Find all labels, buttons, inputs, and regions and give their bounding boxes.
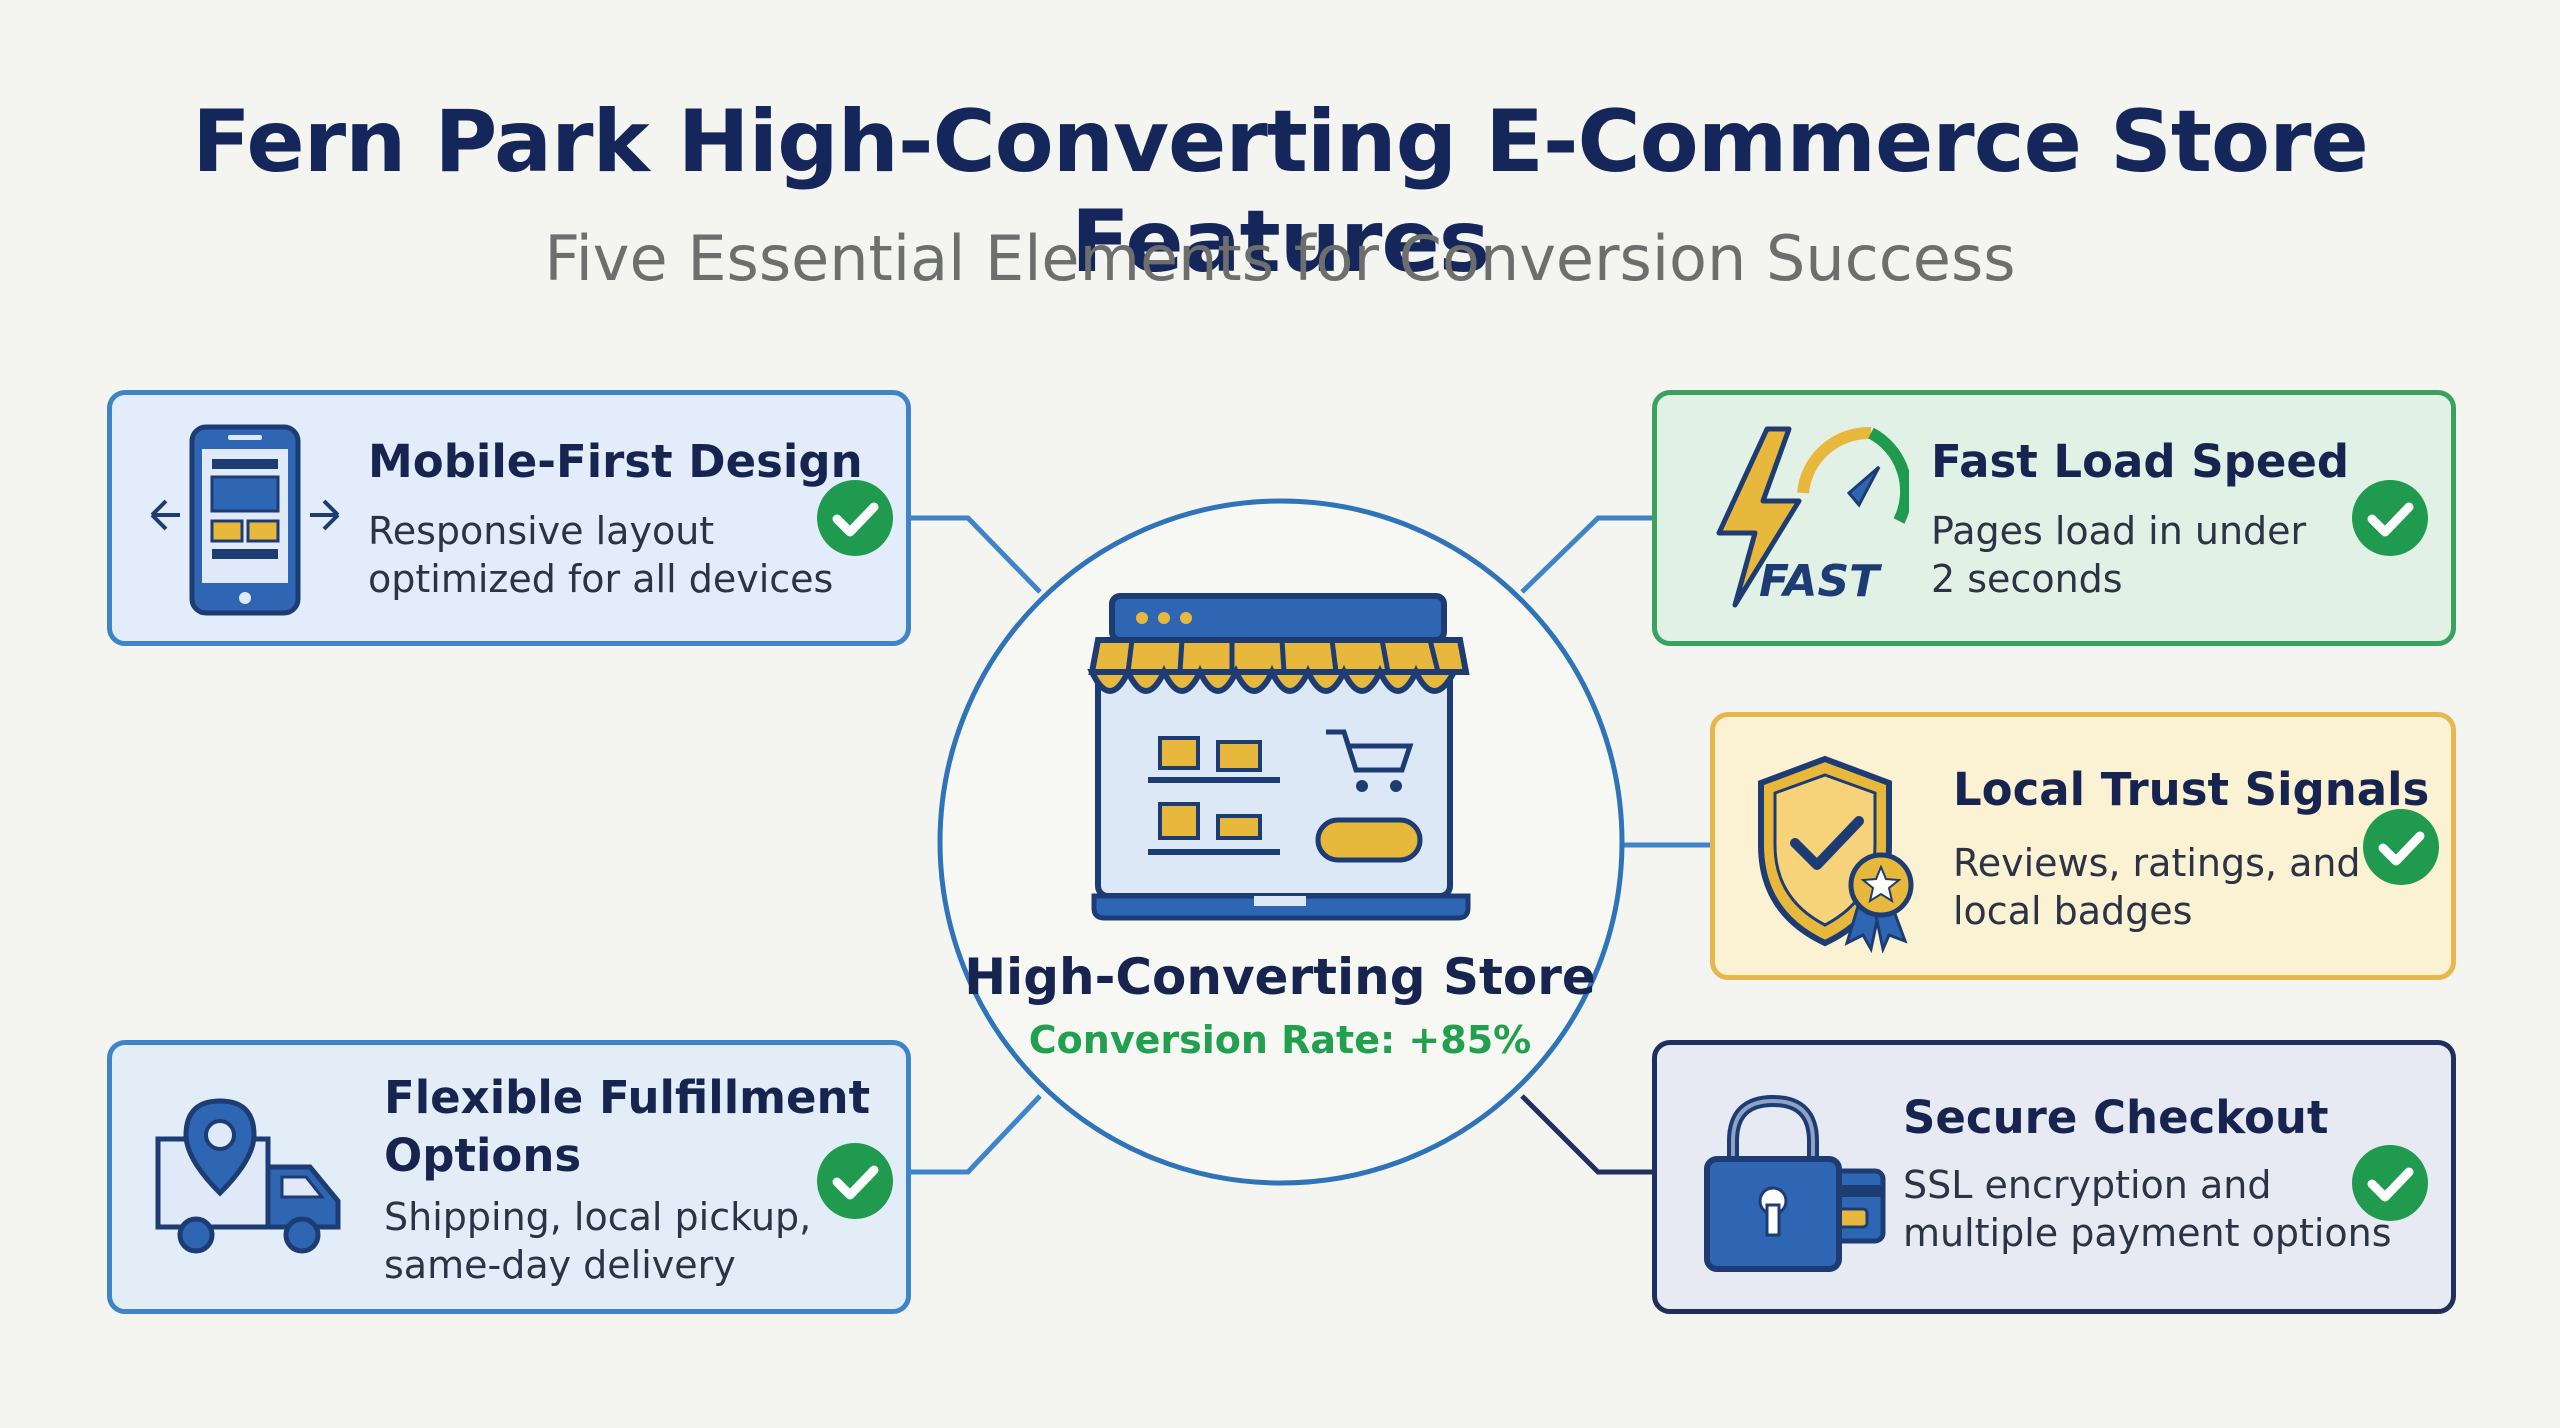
trust-card-title: Local Trust Signals (1953, 763, 2430, 816)
mobile-card-description: Responsive layout optimized for all devi… (368, 509, 834, 601)
delivery-truck-icon (155, 1098, 341, 1254)
check-icon (817, 480, 893, 556)
feature-card-secure: Secure Checkout SSL encryption and multi… (1652, 1040, 2456, 1314)
fulfillment-card-description: Shipping, local pickup, same-day deliver… (384, 1195, 812, 1287)
connector-mobile (911, 515, 1042, 594)
page-subtitle: Five Essential Elements for Conversion S… (544, 222, 2016, 295)
feature-card-fulfillment: Flexible Fulfillment Options Shipping, l… (107, 1040, 911, 1314)
fulfillment-card-title: Flexible Fulfillment Options (384, 1071, 871, 1182)
check-icon (2363, 809, 2439, 885)
check-icon (2352, 480, 2428, 556)
feature-card-trust: Local Trust Signals Reviews, ratings, an… (1710, 712, 2456, 980)
feature-card-mobile: Mobile-First Design Responsive layout op… (107, 390, 911, 646)
padlock-card-icon (1704, 1094, 1886, 1272)
storefront-icon (1087, 593, 1471, 921)
feature-card-fast: FAST Fast Load Speed Pages load in under… (1652, 390, 2456, 646)
secure-card-title: Secure Checkout (1903, 1091, 2329, 1144)
conversion-rate: Conversion Rate: +85% (1028, 1018, 1532, 1062)
check-icon (817, 1143, 893, 1219)
mobile-card-title: Mobile-First Design (368, 435, 863, 488)
fast-card-title: Fast Load Speed (1931, 435, 2350, 488)
fast-card-description: Pages load in under 2 seconds (1931, 509, 2307, 601)
center-title: High-Converting Store (964, 948, 1596, 1006)
shield-badge-icon (1758, 755, 1914, 953)
mobile-phone-icon (150, 424, 340, 616)
speedometer-lightning-icon: FAST (1716, 426, 1909, 608)
secure-card-description: SSL encryption and multiple payment opti… (1903, 1163, 2392, 1255)
connector-fulfill (911, 1094, 1042, 1175)
check-icon (2352, 1145, 2428, 1221)
connector-secure (1520, 1094, 1652, 1175)
connector-fast (1520, 515, 1652, 594)
trust-card-description: Reviews, ratings, and local badges (1953, 841, 2361, 933)
page-title: Fern Park High-Converting E-Commerce Sto… (192, 92, 2369, 292)
fast-icon-text: FAST (1759, 556, 1882, 607)
